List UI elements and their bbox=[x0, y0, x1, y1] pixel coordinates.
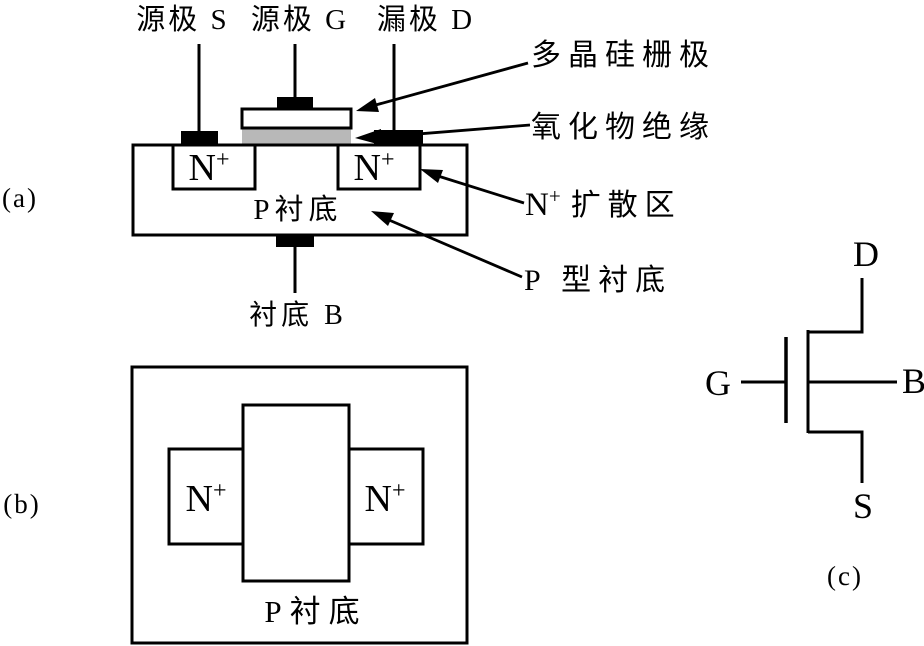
p-substrate-leader-line bbox=[388, 218, 523, 279]
poly-gate-shape bbox=[240, 107, 353, 130]
poly-gate-annotation: 多晶硅栅极 bbox=[531, 39, 716, 72]
top-view-n-right-label: N+ bbox=[365, 478, 406, 520]
panel-b-label: (b) bbox=[3, 489, 40, 519]
body-contact-pad bbox=[276, 234, 314, 247]
n-diffusion-arrowhead-icon bbox=[420, 169, 443, 183]
source-symbol-line bbox=[808, 430, 864, 483]
symbol-gate-label: G bbox=[705, 363, 731, 403]
panel-a-label: (a) bbox=[2, 183, 38, 213]
oxide-leader-line bbox=[379, 123, 531, 139]
top-view-panel: N+ N+ P衬底 (b) bbox=[3, 365, 469, 645]
poly-gate-arrowhead-icon bbox=[356, 98, 379, 112]
symbol-bulk-label: B bbox=[902, 361, 924, 401]
top-view-substrate-label: P衬底 bbox=[264, 594, 367, 629]
n-well-left-label: N+ bbox=[189, 147, 230, 189]
n-diffusion-annotation: N+扩散区 bbox=[525, 184, 682, 223]
poly-gate-leader-line bbox=[371, 61, 529, 108]
top-view-n-left-label: N+ bbox=[186, 478, 227, 520]
source-electrode-label: 源极 S bbox=[136, 3, 229, 36]
annotation-callouts: 多晶硅栅极 氧化物绝缘 N+扩散区 P 型衬底 bbox=[355, 39, 716, 297]
symbol-drain-label: D bbox=[853, 234, 879, 274]
drain-symbol-line bbox=[808, 278, 864, 334]
drain-electrode-label: 漏极 D bbox=[377, 3, 475, 36]
oxide-annotation: 氧化物绝缘 bbox=[531, 111, 716, 144]
n-diffusion-leader-line bbox=[437, 174, 525, 205]
body-terminal-label: 衬底 B bbox=[249, 299, 347, 331]
circuit-symbol-panel: D G B S (c) bbox=[705, 234, 924, 591]
symbol-source-label: S bbox=[853, 486, 873, 526]
gate-contact-pad bbox=[277, 97, 313, 110]
top-view-gate-region bbox=[241, 403, 351, 583]
p-substrate-arrowhead-icon bbox=[371, 211, 394, 226]
source-contact-pad bbox=[181, 131, 218, 146]
p-substrate-annotation: P 型衬底 bbox=[524, 264, 672, 297]
gate-electrode-label: 源极 G bbox=[251, 3, 349, 36]
cross-section-panel: 源极 S 源极 G 漏极 D N+ N+ P衬底 衬底 B (a) bbox=[2, 3, 475, 331]
oxide-arrowhead-icon bbox=[355, 129, 381, 145]
p-substrate-text: P衬底 bbox=[253, 193, 342, 226]
n-well-left bbox=[171, 143, 257, 191]
panel-c-label: (c) bbox=[827, 561, 863, 591]
n-well-right-label: N+ bbox=[354, 147, 395, 189]
oxide-layer-shape bbox=[242, 128, 351, 145]
